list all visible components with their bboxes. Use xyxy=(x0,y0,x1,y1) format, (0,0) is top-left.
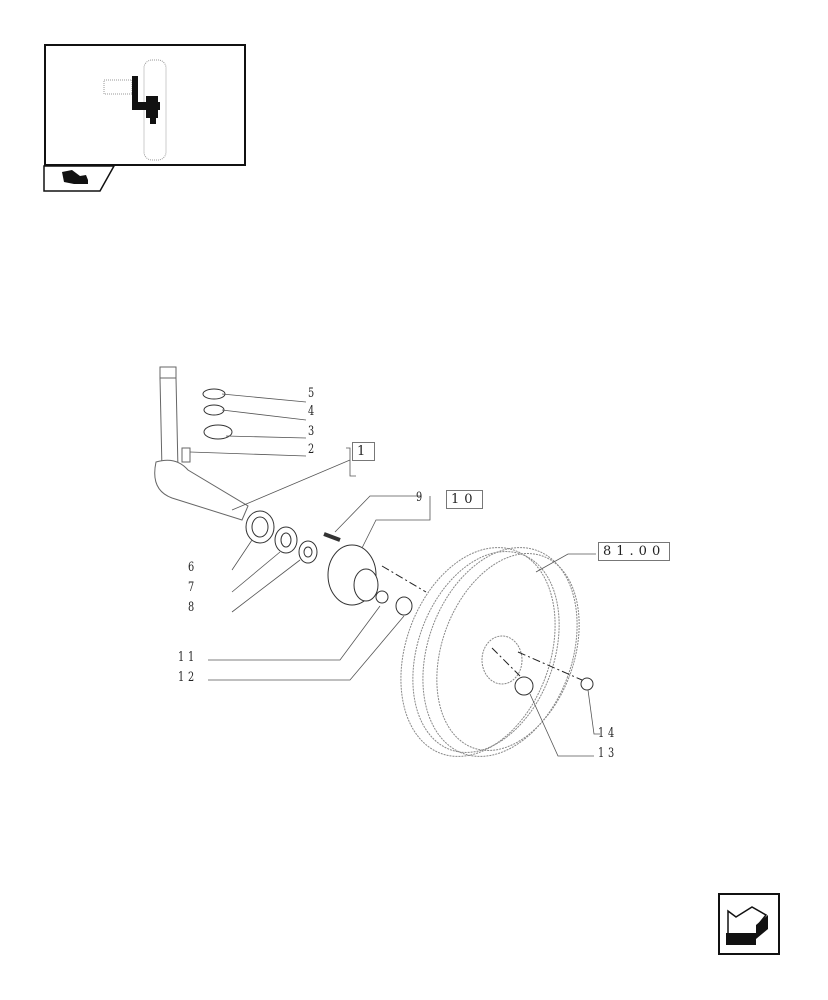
callout-2[interactable]: 2 xyxy=(308,442,318,457)
callout-8[interactable]: 8 xyxy=(188,600,198,615)
arrow-back-icon xyxy=(726,906,768,945)
callout-7[interactable]: 7 xyxy=(188,580,198,595)
locator-thumbnail xyxy=(44,44,246,166)
ref-box-81-00[interactable]: 81.00 xyxy=(598,542,671,561)
callout-13[interactable]: 13 xyxy=(598,746,618,761)
washers xyxy=(202,388,233,440)
back-button[interactable] xyxy=(718,893,780,955)
hand-pointer-icon xyxy=(62,170,88,184)
callout-4[interactable]: 4 xyxy=(308,404,318,419)
thumbnail-tab[interactable] xyxy=(43,165,116,192)
callout-11[interactable]: 11 xyxy=(178,650,198,665)
ref-box-1[interactable]: 1 xyxy=(352,442,376,461)
callout-6[interactable]: 6 xyxy=(188,560,198,575)
callout-3[interactable]: 3 xyxy=(308,424,318,439)
callout-5[interactable]: 5 xyxy=(308,386,318,401)
callout-12[interactable]: 12 xyxy=(178,670,198,685)
wheel-hub xyxy=(327,544,413,616)
tractor-locator-icon xyxy=(103,59,167,161)
callout-14[interactable]: 14 xyxy=(598,726,618,741)
wheel-rim xyxy=(400,547,580,757)
ref-box-10[interactable]: 10 xyxy=(446,490,483,509)
steering-knuckle xyxy=(154,366,249,521)
callout-9[interactable]: 9 xyxy=(416,490,426,505)
bearings xyxy=(245,510,318,564)
